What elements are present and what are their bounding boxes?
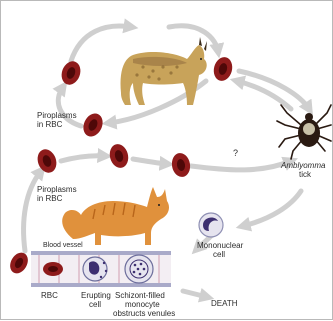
label-schizont-line2: monocyte — [125, 300, 160, 309]
red-blood-cell-icon — [80, 110, 106, 139]
arrow-bobcat-to-rbc-right — [169, 26, 218, 51]
red-blood-cell-icon — [58, 59, 83, 88]
label-erupting-line2: cell — [89, 300, 101, 309]
label-piroplasms-top-line1: Piroplasms — [37, 111, 77, 120]
label-mononuclear-line1: Mononuclear — [197, 241, 243, 250]
label-piroplasms-top-line2: in RBC — [37, 120, 62, 129]
arrow-rbc-right-to-tick — [239, 71, 309, 109]
label-rbc: RBC — [41, 291, 58, 300]
label-tick-line1: Amblyomma — [281, 161, 325, 170]
arrow-vessel-to-rbc1 — [24, 171, 41, 251]
arrow-rbc2-to-rbc3 — [133, 159, 167, 164]
bobcat-illustration — [121, 37, 208, 105]
label-mononuclear-line2: cell — [213, 250, 225, 259]
red-blood-cell-icon — [107, 142, 131, 170]
label-schizont-line3: obstructs venules — [113, 309, 175, 318]
label-piroplasms-mid-line2: in RBC — [37, 194, 62, 203]
label-erupting-line1: Erupting — [81, 291, 111, 300]
arrow-rbc1-to-rbc2 — [61, 156, 105, 161]
blood-vessel — [31, 251, 171, 287]
label-death: DEATH — [211, 299, 238, 308]
arrow-rbc3-to-tick — [191, 161, 291, 170]
arrow-rbc-to-bobcat — [71, 26, 131, 61]
red-blood-cell-icon — [170, 152, 192, 179]
tick-icon — [277, 105, 331, 159]
arrow-tick-to-mononuclear — [243, 191, 301, 226]
erupting-cell-icon — [83, 257, 107, 281]
label-question-mark: ? — [233, 149, 238, 158]
label-schizont-line1: Schizont-filled — [115, 291, 165, 300]
red-blood-cell-icon — [43, 262, 63, 276]
red-blood-cell-icon — [7, 249, 32, 276]
schizont-cell-icon — [125, 255, 153, 283]
mononuclear-cell-icon — [199, 213, 223, 237]
red-blood-cell-icon — [211, 55, 235, 83]
arrow-vessel-to-death — [183, 291, 207, 297]
label-piroplasms-mid-line1: Piroplasms — [37, 185, 77, 194]
label-tick-line2: tick — [299, 170, 311, 179]
domestic-cat-illustration — [62, 187, 169, 245]
label-blood-vessel: Blood vessel — [43, 241, 83, 250]
